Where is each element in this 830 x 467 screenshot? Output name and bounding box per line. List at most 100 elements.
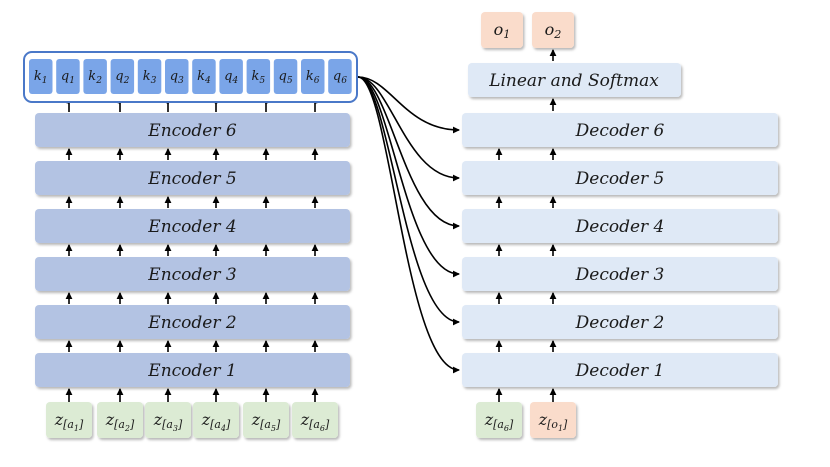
kq-to-decoder-2-arrow <box>357 76 460 326</box>
encoder-input-1: z[a1] <box>46 402 92 438</box>
decoder-input-1: z[a6] <box>476 402 522 438</box>
kq-token-label: q4 <box>224 69 238 86</box>
decoder-block-3: Decoder 3 <box>462 257 778 291</box>
encoder-block-2-box <box>35 305 350 339</box>
kq-token-label-sub: 1 <box>42 76 48 86</box>
kq-token-k5: k5 <box>246 59 271 94</box>
kq-token-label-sub: 3 <box>151 76 157 86</box>
decoder-input-label-sub: o <box>551 418 558 431</box>
kq-token-box <box>192 59 216 94</box>
decoder-input-label-base: z <box>538 410 548 429</box>
output-token-box <box>532 12 574 48</box>
encoder-input-label: z[a5] <box>251 410 281 433</box>
encoder-input-box <box>46 402 92 438</box>
decoder-input-label: z[o1] <box>538 410 568 433</box>
decoder-input-label-subsub: 1 <box>558 424 563 433</box>
kq-token-label-base: q <box>278 69 286 84</box>
encoder-input-label-subsub: 1 <box>74 424 79 433</box>
kq-token-label: k3 <box>143 69 157 86</box>
kq-token-label-base: q <box>333 69 341 84</box>
linear-softmax-box <box>468 63 681 97</box>
decoder-block-6-label: Decoder 6 <box>575 121 665 141</box>
kq-token-label-sub: 4 <box>204 76 211 86</box>
kq-to-decoder-4-arrow <box>357 76 460 230</box>
decoder-input-label-subsub: 6 <box>504 424 509 433</box>
encoder-input-label-base: z <box>153 410 163 429</box>
kq-token-label: k4 <box>197 69 211 86</box>
encoder-block-6-box <box>35 113 350 147</box>
output-token-2: o2 <box>532 12 574 48</box>
decoder-input-box <box>530 402 576 438</box>
decoder-block-1-box <box>462 353 778 387</box>
decoder-input-label-sub: a <box>497 418 503 431</box>
encoder-input-label-subsub: 6 <box>320 424 325 433</box>
kq-to-decoder-1-arrow <box>357 76 460 374</box>
decoder-block-1: Decoder 1 <box>462 353 778 387</box>
linear-softmax-block: Linear and Softmax <box>468 63 681 97</box>
kq-token-box <box>273 59 298 94</box>
kq-token-label-sub: 3 <box>178 76 184 86</box>
kq-token-label-base: k <box>197 69 205 84</box>
decoder-block-4: Decoder 4 <box>462 209 778 243</box>
decoder-input-label-base: z <box>484 410 494 429</box>
decoder-block-6: Decoder 6 <box>462 113 778 147</box>
kq-token-label-sub: 1 <box>69 76 75 86</box>
decoder-block-5-label: Decoder 5 <box>575 169 665 189</box>
output-token-label-base: o <box>494 20 504 39</box>
kq-token-label-sub: 6 <box>341 76 347 86</box>
kq-token-q2: q2 <box>110 59 135 94</box>
kq-token-label-base: k <box>34 69 42 84</box>
kq-token-label: q2 <box>115 69 129 86</box>
encoder-block-4-label: Encoder 4 <box>147 217 236 237</box>
kq-token-box <box>301 59 325 94</box>
encoder-input-label: z[a6] <box>300 410 330 433</box>
decoder-block-5-box <box>462 161 778 195</box>
kq-token-label-sub: 2 <box>95 76 102 86</box>
kq-token-label-base: k <box>306 69 314 84</box>
kq-token-q1: q1 <box>56 59 80 94</box>
kq-token-label-sub: 5 <box>259 76 265 86</box>
encoder-block-5-box <box>35 161 350 195</box>
kq-token-k6: k6 <box>301 59 325 94</box>
linear-softmax-label: Linear and Softmax <box>488 71 659 91</box>
kq-token-label-sub: 5 <box>287 76 293 86</box>
kq-token-label-base: k <box>252 69 260 84</box>
kq-token-box <box>328 59 352 94</box>
kq-token-k1: k1 <box>29 59 53 94</box>
encoder-block-1: Encoder 1 <box>35 353 350 387</box>
decoder-input-box <box>476 402 522 438</box>
kq-token-label: k2 <box>88 69 102 86</box>
decoder-block-5: Decoder 5 <box>462 161 778 195</box>
decoder-block-2: Decoder 2 <box>462 305 778 339</box>
decoder-input-2: z[o1] <box>530 402 576 438</box>
output-token-label-sub: 2 <box>553 28 561 41</box>
kq-token-box <box>29 59 53 94</box>
kq-token-box <box>137 59 162 94</box>
encoder-input-label: z[a1] <box>54 410 84 433</box>
decoder-block-2-box <box>462 305 778 339</box>
decoder-block-3-box <box>462 257 778 291</box>
kq-token-q6: q6 <box>328 59 352 94</box>
encoder-input-label-base: z <box>54 410 64 429</box>
encoder-input-label-sub: a <box>313 418 319 431</box>
encoder-input-label-base: z <box>300 410 310 429</box>
encoder-input-label-sub: a <box>118 418 124 431</box>
kq-token-label-base: q <box>224 69 232 84</box>
encoder-block-1-box <box>35 353 350 387</box>
encoder-input-6: z[a6] <box>292 402 338 438</box>
output-token-label: o1 <box>494 20 511 41</box>
encoder-block-3: Encoder 3 <box>35 257 350 291</box>
encoder-input-label-sub: a <box>166 418 172 431</box>
encoder-block-3-label: Encoder 3 <box>147 265 236 285</box>
output-token-label: o2 <box>545 20 562 41</box>
kq-token-q5: q5 <box>273 59 298 94</box>
decoder-block-2-label: Decoder 2 <box>575 313 665 333</box>
kq-token-label-sub: 4 <box>231 76 238 86</box>
kq-token-q4: q4 <box>219 59 243 94</box>
kq-token-label-base: q <box>115 69 123 84</box>
decoder-block-6-box <box>462 113 778 147</box>
kq-token-label: k6 <box>306 69 320 86</box>
